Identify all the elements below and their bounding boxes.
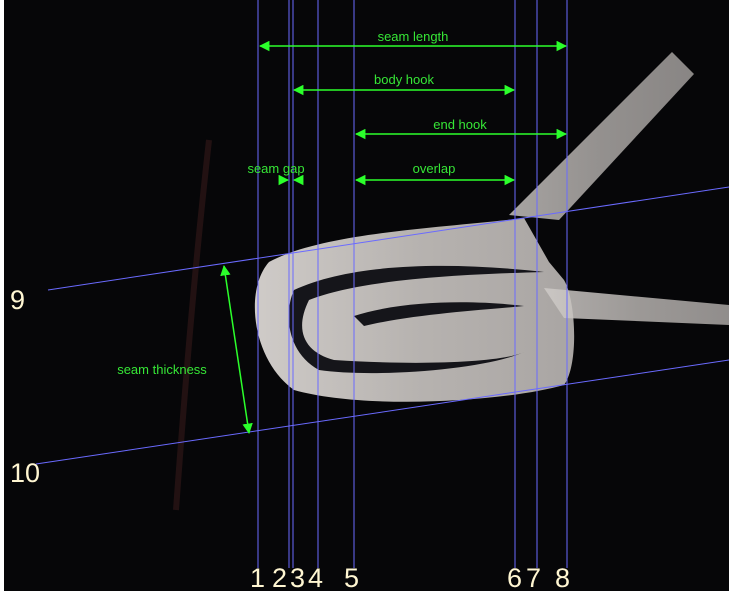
seam-length-label: seam length: [378, 29, 449, 44]
dust-streak: [173, 139, 212, 511]
line-number-5: 5: [344, 563, 359, 591]
overlap-label: overlap: [413, 161, 456, 176]
seam-gap-label: seam gap: [247, 161, 304, 176]
guide-line-10: [35, 359, 729, 465]
seam-micrograph: seam length body hook end hook seam gap …: [4, 0, 729, 591]
seam-thickness-label: seam thickness: [117, 362, 207, 377]
line-number-4: 4: [308, 563, 323, 591]
seam-metal: [254, 52, 729, 402]
line-number-6: 6: [507, 563, 522, 591]
line-number-2: 2: [272, 563, 287, 591]
micrograph-canvas: seam length body hook end hook seam gap …: [10, 0, 729, 591]
guide-line-9: [47, 186, 729, 291]
line-number-1: 1: [250, 563, 265, 591]
line-number-10: 10: [10, 458, 40, 488]
line-number-9: 9: [10, 285, 25, 315]
line-number-8: 8: [555, 563, 570, 591]
line-number-7: 7: [526, 563, 541, 591]
end-hook-label: end hook: [433, 117, 487, 132]
body-hook-label: body hook: [374, 72, 434, 87]
seam-thickness-arrow: [220, 264, 253, 435]
line-number-3: 3: [290, 563, 305, 591]
